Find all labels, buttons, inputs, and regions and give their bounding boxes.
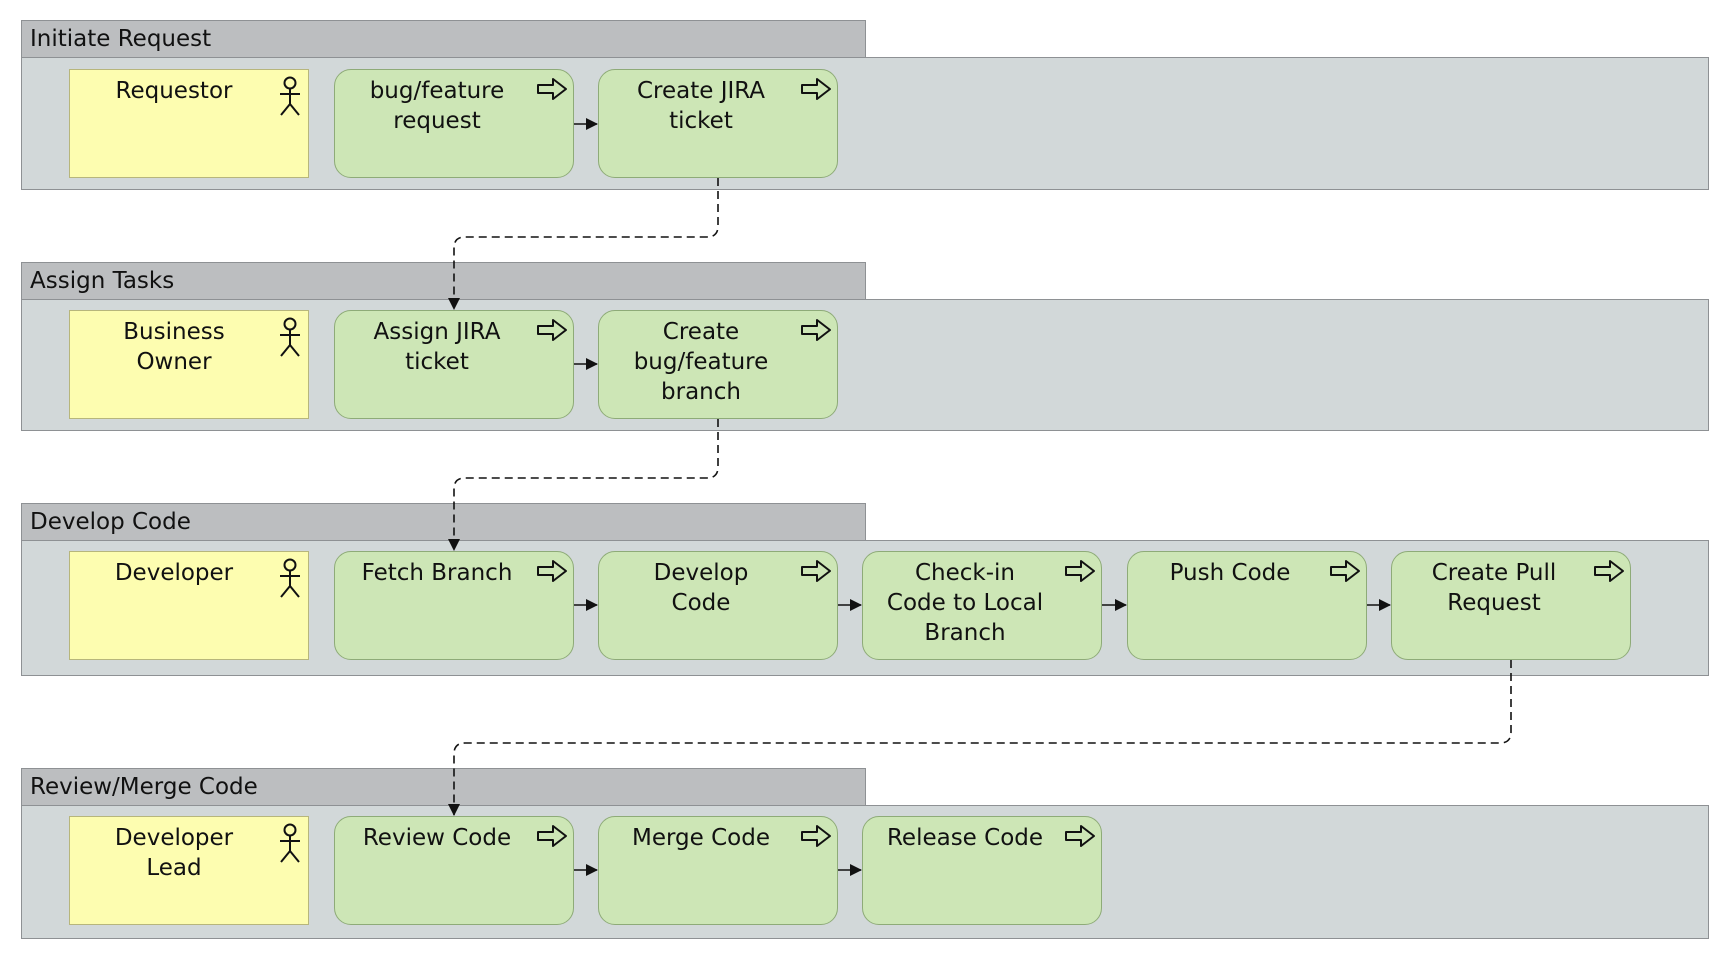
process-label: bug/feature request <box>369 78 505 134</box>
actor-developer-lead[interactable]: Developer Lead <box>69 816 309 925</box>
process-label: Assign JIRA ticket <box>373 319 501 375</box>
process-label: Develop Code <box>653 560 749 616</box>
process-label: Create Pull Request <box>1431 560 1557 616</box>
process-create-pull-request[interactable]: Create Pull Request <box>1391 551 1631 660</box>
lane-title-review-merge-code: Review/Merge Code <box>21 768 866 805</box>
process-create-jira-ticket[interactable]: Create JIRA ticket <box>598 69 838 178</box>
actor-label: Business Owner <box>123 319 225 375</box>
actor-stick-figure-icon <box>280 317 300 357</box>
process-label: Release Code <box>886 825 1044 851</box>
process-check-in-code[interactable]: Check-in Code to Local Branch <box>862 551 1102 660</box>
process-label: Fetch Branch <box>361 560 513 586</box>
process-assign-jira-ticket[interactable]: Assign JIRA ticket <box>334 310 574 419</box>
process-arrow-icon <box>801 319 831 341</box>
process-label: Push Code <box>1169 560 1291 586</box>
process-arrow-icon <box>1330 560 1360 582</box>
process-arrow-icon <box>801 825 831 847</box>
actor-label: Requestor <box>115 78 233 104</box>
process-merge-code[interactable]: Merge Code <box>598 816 838 925</box>
actor-label: Developer Lead <box>114 825 234 881</box>
process-arrow-icon <box>537 825 567 847</box>
process-develop-code[interactable]: Develop Code <box>598 551 838 660</box>
process-release-code[interactable]: Release Code <box>862 816 1102 925</box>
process-arrow-icon <box>801 560 831 582</box>
actor-stick-figure-icon <box>280 76 300 116</box>
lane-title-initiate-request: Initiate Request <box>21 20 866 57</box>
process-label: Check-in Code to Local Branch <box>886 560 1044 646</box>
process-label: Create JIRA ticket <box>636 78 766 134</box>
process-arrow-icon <box>1594 560 1624 582</box>
lane-title-assign-tasks: Assign Tasks <box>21 262 866 299</box>
actor-developer[interactable]: Developer <box>69 551 309 660</box>
actor-stick-figure-icon <box>280 823 300 863</box>
actor-requestor[interactable]: Requestor <box>69 69 309 178</box>
process-review-code[interactable]: Review Code <box>334 816 574 925</box>
process-label: Review Code <box>362 825 512 851</box>
actor-label: Developer <box>114 560 234 586</box>
process-label: Create bug/feature branch <box>633 319 769 405</box>
lane-title-develop-code: Develop Code <box>21 503 866 540</box>
actor-business-owner[interactable]: Business Owner <box>69 310 309 419</box>
process-push-code[interactable]: Push Code <box>1127 551 1367 660</box>
process-fetch-branch[interactable]: Fetch Branch <box>334 551 574 660</box>
process-create-bug-feature-branch[interactable]: Create bug/feature branch <box>598 310 838 419</box>
actor-stick-figure-icon <box>280 558 300 598</box>
process-arrow-icon <box>537 560 567 582</box>
process-arrow-icon <box>537 78 567 100</box>
process-arrow-icon <box>801 78 831 100</box>
process-arrow-icon <box>537 319 567 341</box>
process-arrow-icon <box>1065 825 1095 847</box>
process-label: Merge Code <box>632 825 770 851</box>
process-bug-feature-request[interactable]: bug/feature request <box>334 69 574 178</box>
process-arrow-icon <box>1065 560 1095 582</box>
